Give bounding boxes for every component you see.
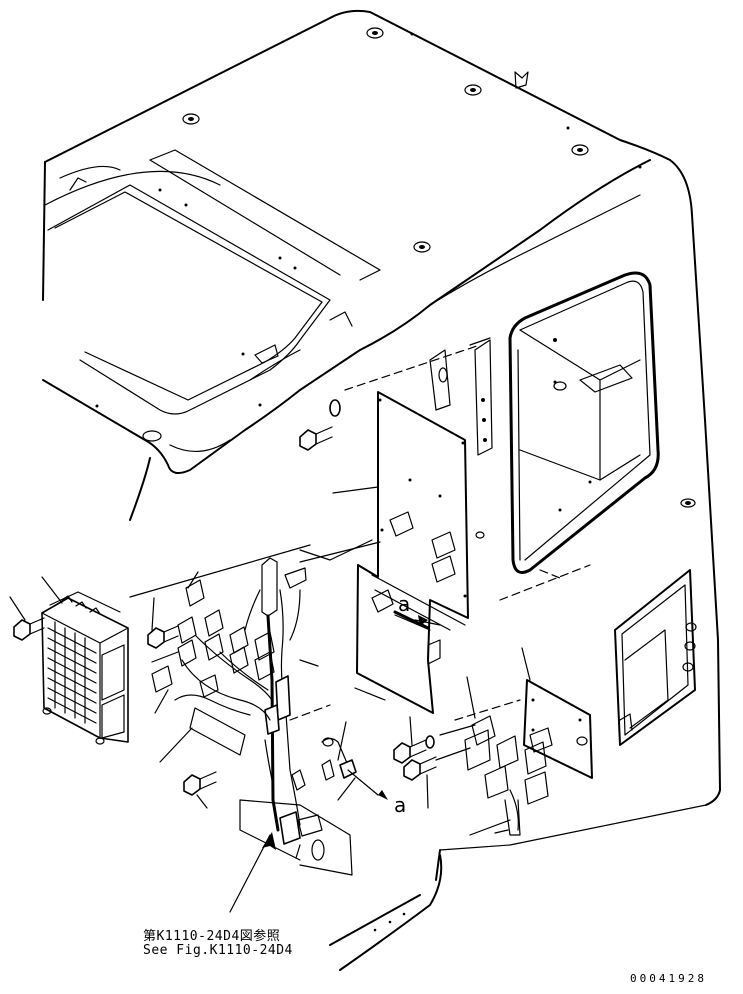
- reference-point-a-lower: a: [394, 793, 407, 817]
- figure-reference-en: See Fig.K1110-24D4: [143, 943, 293, 958]
- wiring-harness: [151, 557, 307, 832]
- rear-window: [508, 271, 696, 574]
- cab-lower-edge: [329, 804, 707, 971]
- side-opening: [614, 569, 697, 746]
- mounting-post: [429, 337, 493, 456]
- controller-plate: [356, 391, 485, 714]
- leader-lines: [9, 486, 531, 913]
- drawing-number: 00041928: [630, 972, 707, 985]
- controller-fins: [47, 621, 97, 724]
- lower-duct: [239, 759, 353, 876]
- roof-bolts: [69, 27, 642, 442]
- cab-roof: [42, 9, 721, 806]
- relay-bracket-plate: [464, 679, 593, 836]
- reference-point-a-upper: a: [398, 592, 411, 616]
- figure-reference-jp: 第K1110-24D4図参照: [143, 929, 281, 944]
- fasteners: [13, 399, 476, 800]
- controller-unit: [41, 591, 129, 745]
- hidden-lines: [289, 344, 591, 721]
